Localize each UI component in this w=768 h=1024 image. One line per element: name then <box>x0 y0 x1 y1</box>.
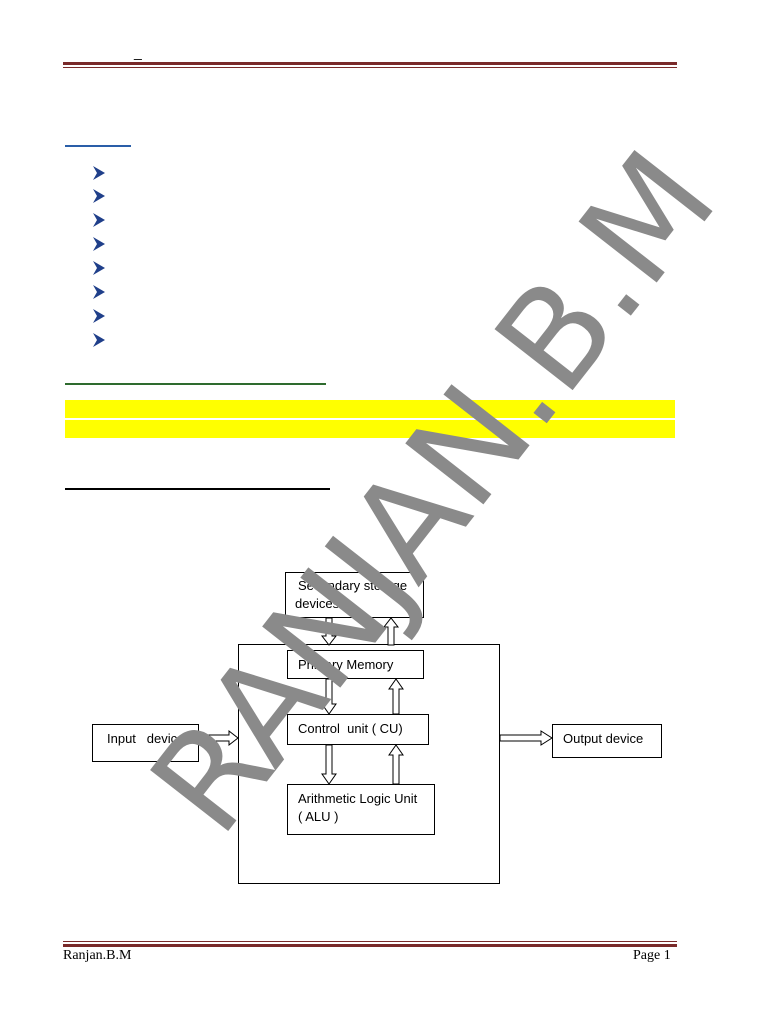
arrowhead-bullet-icon <box>93 309 105 323</box>
arrowhead-bullet-icon <box>93 261 105 275</box>
down-arrow-icon <box>320 617 338 646</box>
arrowhead-bullet-icon <box>93 333 105 347</box>
output-device-box: Output device <box>552 724 662 758</box>
footer-rule-thin <box>63 941 677 942</box>
footer-page-number: Page 1 <box>633 948 671 963</box>
arrowhead-bullet-icon <box>93 213 105 227</box>
right-arrow-icon <box>198 729 239 747</box>
arrowhead-bullet-icon <box>93 285 105 299</box>
secondary-storage-label-line2: devices <box>295 596 340 611</box>
highlight-band <box>65 400 675 418</box>
input-device-label: Input device <box>107 731 185 746</box>
header-rule-thin <box>63 67 677 68</box>
secondary-storage-label-line1: Secondary storage <box>298 578 408 593</box>
control-unit-label: Control unit ( CU) <box>298 721 403 736</box>
arrowhead-bullet-icon <box>93 189 105 203</box>
primary-memory-box: Primary Memory <box>287 650 424 679</box>
diagram-heading-underline <box>65 488 330 490</box>
header-mark: _ <box>134 44 142 60</box>
subheading-underline <box>65 383 326 385</box>
up-arrow-icon <box>388 744 404 785</box>
arrowhead-bullet-icon <box>93 237 105 251</box>
highlight-band <box>65 420 675 438</box>
secondary-storage-box: Secondary storage devices <box>285 572 424 618</box>
down-arrow-icon <box>321 678 337 715</box>
up-arrow-icon <box>382 617 400 646</box>
footer-rule-thick <box>63 944 677 947</box>
up-arrow-icon <box>388 678 404 715</box>
footer-author: Ranjan.B.M <box>63 948 132 963</box>
down-arrow-icon <box>321 744 337 785</box>
right-arrow-icon <box>499 730 553 746</box>
output-device-label: Output device <box>563 731 644 746</box>
input-device-box: Input device <box>92 724 199 762</box>
alu-label-line2: ( ALU ) <box>298 809 339 824</box>
header-rule-thick <box>63 62 677 65</box>
alu-box: Arithmetic Logic Unit ( ALU ) <box>287 784 435 835</box>
control-unit-box: Control unit ( CU) <box>287 714 429 745</box>
cpu-outer-box <box>238 644 500 884</box>
section-heading-underline <box>65 145 131 147</box>
primary-memory-label: Primary Memory <box>298 657 394 672</box>
alu-label-line1: Arithmetic Logic Unit <box>298 791 418 806</box>
arrowhead-bullet-icon <box>93 166 105 180</box>
